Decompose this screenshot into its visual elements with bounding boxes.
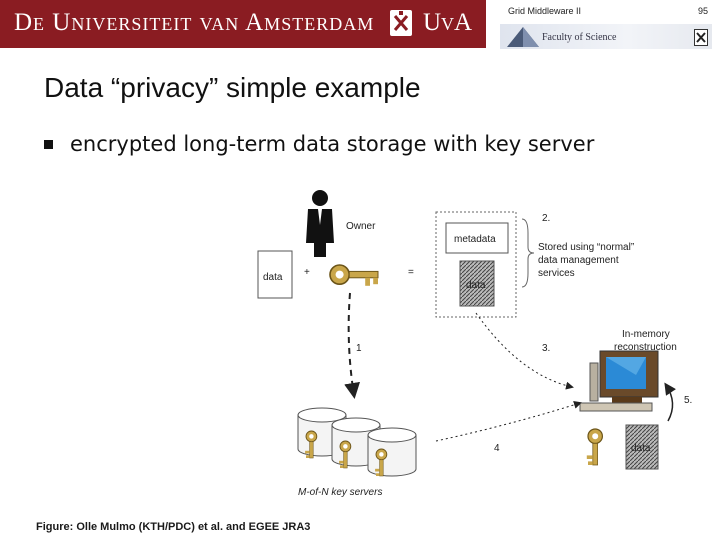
plain-data-document: data	[257, 250, 293, 299]
reconstructed-data-document: data	[625, 424, 659, 470]
encrypted-data-label: data	[466, 280, 486, 291]
key-servers-label: M-of-N key servers	[298, 487, 382, 498]
arrow-4	[435, 400, 582, 442]
stored-text-line-2: data management	[538, 255, 619, 266]
plus-sign: +	[304, 267, 310, 278]
owner-person-icon	[306, 190, 334, 257]
reconstructed-data-label: data	[631, 443, 651, 454]
page-number: 95	[697, 6, 708, 16]
bullet-text: encrypted long-term data storage with ke…	[70, 132, 595, 156]
faculty-pyramid-icon	[507, 27, 539, 47]
metadata-label: metadata	[454, 234, 496, 245]
step-2-label: 2.	[542, 213, 550, 224]
bullet-marker	[44, 140, 53, 149]
step-4-label: 4	[494, 443, 500, 454]
plain-data-label: data	[263, 272, 283, 283]
owner-key-icon	[329, 264, 379, 287]
owner-label: Owner	[346, 221, 376, 232]
storage-service-box: metadata data	[435, 211, 517, 318]
slide-title: Data “privacy” simple example	[44, 72, 421, 103]
equals-sign: =	[408, 267, 414, 278]
step-5-label: 5.	[684, 395, 692, 406]
figure-caption: Figure: Olle Mulmo (KTH/PDC) et al. and …	[36, 521, 311, 533]
computer-icon	[579, 350, 659, 412]
stored-text-line-1: Stored using “normal”	[538, 242, 634, 253]
stored-text-line-3: services	[538, 268, 575, 279]
arrow-3	[475, 312, 574, 390]
faculty-label: Faculty of Science	[542, 32, 617, 43]
inmemory-text-line-1: In-memory	[622, 329, 670, 340]
reconstructed-key-icon	[586, 428, 604, 466]
uva-crest-icon	[390, 10, 412, 36]
university-name: De Universiteit van Amsterdam	[14, 9, 375, 36]
step-1-label: 1	[356, 343, 362, 354]
step-3-label: 3.	[542, 343, 550, 354]
faculty-strip: Faculty of Science	[500, 24, 712, 49]
key-server-3	[367, 427, 417, 477]
arrow-5	[664, 382, 676, 422]
faculty-crest-icon	[694, 29, 708, 46]
key-server-diagram: data + = Owner metadata data 2. Stored u…	[257, 190, 692, 498]
arrow-1	[344, 292, 361, 399]
inmemory-text-line-2: reconstruction	[614, 342, 677, 353]
course-name: Grid Middleware II	[508, 6, 582, 16]
university-banner: De Universiteit van Amsterdam UvA	[0, 0, 486, 48]
uva-short-name: UvA	[423, 9, 473, 36]
